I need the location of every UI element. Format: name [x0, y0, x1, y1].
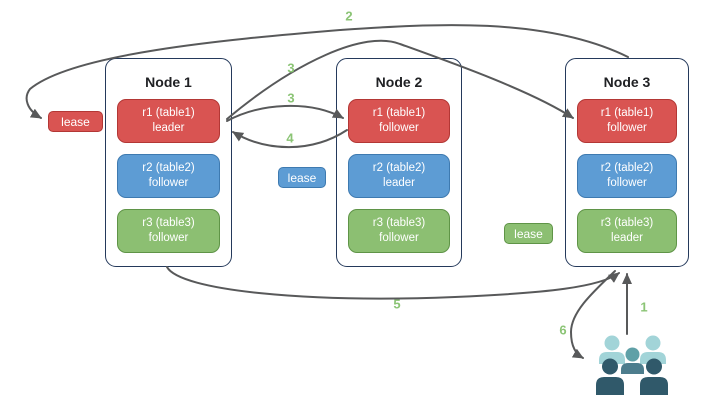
users-group-icon: [596, 335, 668, 395]
step-label-3a: 3: [287, 60, 295, 76]
node1-replica-r1: r1 (table1) leader: [117, 99, 220, 143]
replica-role: follower: [607, 122, 647, 134]
replica-name: r2 (table2): [372, 161, 426, 174]
replica-name: r2 (table2): [142, 161, 195, 174]
replica-name: r3 (table3): [600, 216, 654, 229]
step-label-4: 4: [286, 130, 294, 146]
arrow-step3-to-node2: [226, 105, 344, 122]
node-1-box: Node 1 r1 (table1) leader r2 (table2) fo…: [105, 58, 232, 267]
replica-role: follower: [607, 177, 647, 189]
node3-replica-r2: r2 (table2) follower: [577, 154, 677, 198]
arrow-step5: [166, 266, 620, 300]
replica-name: r3 (table3): [372, 216, 426, 229]
node-3-box: Node 3 r1 (table1) follower r2 (table2) …: [565, 58, 689, 267]
node3-replica-r3: r3 (table3) leader: [577, 209, 677, 253]
replica-role: follower: [379, 122, 419, 134]
replica-role: follower: [148, 232, 189, 244]
replica-role: leader: [611, 232, 643, 244]
lease-badge-green: lease: [504, 223, 553, 244]
replica-name: r3 (table3): [142, 216, 195, 229]
replica-name: r1 (table1): [600, 106, 654, 119]
replica-role: follower: [148, 177, 189, 189]
node2-replica-r3: r3 (table3) follower: [348, 209, 450, 253]
replica-name: r1 (table1): [372, 106, 426, 119]
node2-replica-r1: r1 (table1) follower: [348, 99, 450, 143]
step-label-6: 6: [559, 322, 567, 338]
node2-replica-r2: r2 (table2) leader: [348, 154, 450, 198]
lease-badge-red: lease: [48, 111, 103, 132]
step-label-3b: 3: [287, 90, 295, 106]
node1-replica-r3: r3 (table3) follower: [117, 209, 220, 253]
node1-replica-r2: r2 (table2) follower: [117, 154, 220, 198]
lease-badge-blue: lease: [278, 167, 326, 188]
node-1-title: Node 1: [145, 74, 192, 90]
replica-role: leader: [152, 122, 185, 134]
node-3-title: Node 3: [603, 74, 651, 90]
step-label-5: 5: [393, 296, 401, 312]
node-2-title: Node 2: [375, 74, 423, 90]
node-2-box: Node 2 r1 (table1) follower r2 (table2) …: [336, 58, 462, 267]
node3-replica-r1: r1 (table1) follower: [577, 99, 677, 143]
replica-role: leader: [383, 177, 415, 189]
replica-role: follower: [379, 232, 419, 244]
step-label-1: 1: [640, 299, 648, 315]
step-label-2: 2: [345, 8, 353, 24]
replica-name: r2 (table2): [600, 161, 654, 174]
replica-name: r1 (table1): [142, 106, 195, 119]
